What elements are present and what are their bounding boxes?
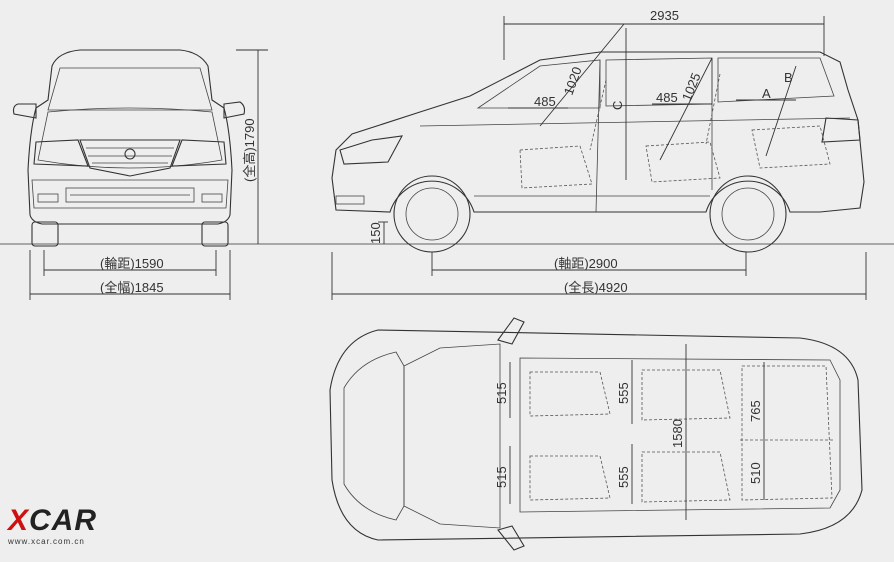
front-body-outline (27, 49, 233, 225)
row1-headroom-line (539, 23, 625, 127)
top-left-mirror (497, 317, 525, 345)
front-wheel (393, 175, 471, 253)
front-left-tire (31, 221, 59, 247)
xcar-watermark: XCAR www.xcar.com.cn (8, 506, 97, 547)
row1-right-width-label: 515 (494, 466, 509, 488)
row3-seat (751, 125, 831, 169)
top-body-outline (329, 329, 863, 541)
rear-quarter-window (717, 57, 835, 103)
side-body-outline (331, 51, 865, 213)
row3-bottom-width-label: 510 (748, 462, 763, 484)
grille (79, 139, 181, 177)
row2-seat-depth-label: 485 (656, 90, 678, 105)
side-dimensions: 2935 1020 1025 485 485 C A B 150 (軸距)290… (331, 8, 867, 300)
ground-clearance-label: 150 (368, 222, 383, 244)
front-right-tire (201, 221, 229, 247)
left-headlight (33, 139, 89, 167)
height-label: (全高)1790 (242, 118, 257, 182)
fog-light (335, 195, 365, 205)
front-view (0, 49, 894, 247)
right-mirror (223, 101, 246, 119)
letter-a-label: A (762, 86, 771, 101)
right-headlight (171, 139, 227, 167)
top-dimensions: 515 515 555 555 1580 765 510 (494, 344, 765, 520)
front-dimensions: (輪距)1590 (全幅)1845 (全高)1790 (29, 49, 268, 300)
length-label: (全長)4920 (564, 280, 628, 295)
wheelbase-label: (軸距)2900 (554, 256, 618, 271)
top-windshield (403, 343, 501, 529)
front-bumper (31, 179, 229, 209)
logo-x: X (8, 504, 30, 537)
top-roof-panel (519, 357, 841, 513)
cargo-height-line (765, 65, 797, 157)
width-label: (全幅)1845 (100, 280, 164, 295)
top-right-mirror (497, 525, 525, 551)
top-view (329, 317, 863, 551)
tail-light (821, 117, 861, 143)
brand-emblem-icon (124, 148, 136, 160)
xcar-logo: XCAR (8, 506, 97, 536)
top-row2-right-seat (641, 451, 731, 503)
row1-seat-depth-label: 485 (534, 94, 556, 109)
row3-top-width-label: 765 (748, 400, 763, 422)
top-row3-bench (741, 365, 833, 501)
logo-car: CAR (29, 504, 98, 537)
row1-headroom-label: 1020 (561, 65, 585, 97)
top-hood (343, 351, 405, 521)
row2-seat (645, 141, 721, 183)
top-row1-left-seat (529, 371, 611, 417)
windshield (47, 67, 213, 111)
track-label: (輪距)1590 (100, 256, 164, 271)
left-mirror (12, 103, 37, 119)
rear-wheel (709, 175, 787, 253)
top-row2-left-seat (641, 369, 731, 421)
roof-length-label: 2935 (650, 8, 679, 23)
top-row1-right-seat (529, 455, 611, 501)
letter-b-label: B (784, 70, 793, 85)
letter-c-label: C (610, 101, 625, 110)
row2-headroom-label: 1025 (679, 71, 704, 103)
watermark-url: www.xcar.com.cn (8, 537, 85, 546)
lower-grille (65, 187, 195, 203)
row2-left-width-label: 555 (616, 382, 631, 404)
interior-width-label: 1580 (670, 419, 685, 448)
row1-left-width-label: 515 (494, 382, 509, 404)
row2-headroom-line (659, 57, 713, 161)
row2-right-width-label: 555 (616, 466, 631, 488)
row1-seat (519, 145, 593, 189)
side-headlight (339, 135, 403, 165)
